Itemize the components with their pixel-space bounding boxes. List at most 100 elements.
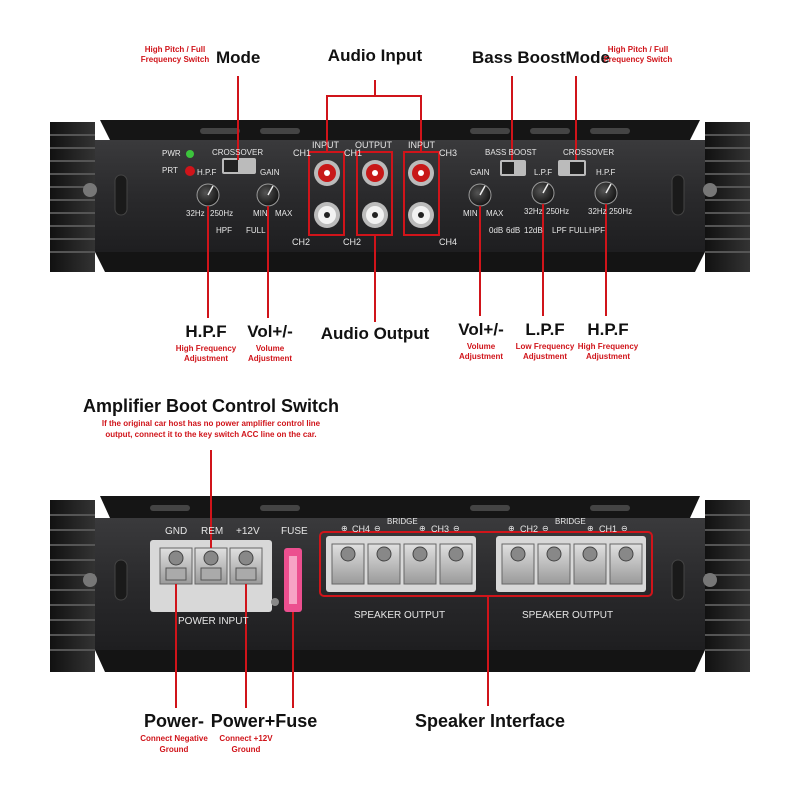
bottom-right-fins: [705, 500, 750, 672]
hpf-right-desc: High Frequency Adjustment: [577, 342, 639, 361]
boot-switch-desc-2: output, connect it to the key switch ACC…: [105, 430, 317, 439]
gain-right-label: GAIN: [470, 168, 490, 177]
hz32-left-label: 32Hz: [186, 209, 205, 218]
speaker-terminal-left: [326, 536, 476, 592]
vol-right-title: Vol+/-: [458, 320, 504, 339]
crossover-left-label: CROSSOVER: [212, 148, 264, 157]
db12-label: 12dB: [524, 226, 543, 235]
db0-label: 0dB: [489, 226, 504, 235]
prt-label: PRT: [162, 166, 178, 175]
power-minus-line1: Connect Negative: [140, 734, 208, 743]
hpf-label-left: HPF: [216, 226, 232, 235]
fuse-label: FUSE: [281, 526, 308, 537]
rca-input-right: [408, 160, 434, 228]
lpf-small-label: L.P.F: [534, 168, 553, 177]
speaker-terminal-right: [496, 536, 646, 592]
top-callout-lines: [207, 76, 607, 322]
rca-output: [362, 160, 388, 228]
gnd-label: GND: [165, 526, 188, 537]
screw-icon: [703, 573, 717, 587]
crossover-right-label: CROSSOVER: [563, 148, 615, 157]
bottom-amplifier: [50, 496, 750, 672]
vol-left-title: Vol+/-: [247, 322, 293, 341]
bass-boost-mode-desc: High Pitch / Full Frequency Switch: [603, 45, 673, 64]
lpf-title: L.P.F: [525, 320, 565, 339]
pwr-label: PWR: [162, 149, 181, 158]
hpf-left-desc: High Frequency Adjustment: [175, 344, 237, 363]
rem-label: REM: [201, 526, 224, 537]
ch4-minus: ⊖: [374, 524, 381, 533]
hpf-small-label: H.P.F: [197, 168, 217, 177]
ch2-minus: ⊖: [542, 524, 549, 533]
ch4-label: CH4: [439, 237, 458, 247]
bottom-callout-lines: [175, 450, 489, 708]
power-minus-line2: Ground: [159, 745, 189, 754]
power-input-label: POWER INPUT: [178, 616, 249, 627]
ch1-plus: ⊕: [587, 524, 594, 533]
ch2-b-label: CH2: [343, 237, 362, 247]
hz32-right-label: 32Hz: [588, 207, 607, 216]
max-left-label: MAX: [275, 209, 293, 218]
top-amplifier: [50, 120, 750, 272]
power-led-icon: [186, 150, 194, 158]
bottom-left-fins: [50, 500, 95, 672]
output-label: OUTPUT: [355, 140, 392, 150]
ch1-b-label: CH1: [344, 148, 363, 158]
hpf-label-right: HPF: [589, 226, 605, 235]
speaker-interface-title: Speaker Interface: [414, 711, 566, 731]
screw-icon: [83, 573, 97, 587]
boot-switch-desc-1: If the original car host has no power am…: [101, 419, 321, 428]
bass-boost-mode-title: Bass BoostMode: [472, 48, 610, 67]
gain-left-label: GAIN: [260, 168, 280, 177]
boot-switch-title: Amplifier Boot Control Switch: [83, 396, 339, 416]
audio-input-title: Audio Input: [327, 46, 423, 65]
mode-desc: High Pitch / Full Frequency Switch: [140, 45, 210, 64]
power-fuse-line1: Connect +12V: [219, 734, 273, 743]
screw-icon: [83, 183, 97, 197]
ch3-plus: ⊕: [419, 524, 426, 533]
full-right-label: FULL: [569, 226, 589, 235]
hpf-small-right-label: H.P.F: [596, 168, 616, 177]
hz32-mid-label: 32Hz: [524, 207, 543, 216]
ch4-bottom-label: CH4: [352, 524, 371, 534]
bridge-left-label: BRIDGE: [387, 517, 418, 526]
hz250-mid-label: 250Hz: [546, 207, 570, 216]
top-right-fins: [705, 122, 750, 272]
rca-input-left: [314, 160, 340, 228]
vol-right-desc: Volume Adjustment: [459, 342, 503, 361]
power-fuse-line2: Ground: [231, 745, 261, 754]
speaker-output-left-label: SPEAKER OUTPUT: [354, 610, 446, 621]
ch3-bottom-label: CH3: [431, 524, 450, 534]
lpf-desc: Low Frequency Adjustment: [515, 342, 575, 361]
ch2-a-label: CH2: [292, 237, 311, 247]
mode-title: Mode: [216, 48, 261, 67]
input-left-label: INPUT: [312, 140, 339, 150]
db6-label: 6dB: [506, 226, 521, 235]
hpf-right-title: H.P.F: [587, 320, 629, 339]
protect-led-icon: [185, 166, 195, 176]
bass-boost-label: BASS BOOST: [485, 148, 537, 157]
v12-label: +12V: [236, 526, 260, 537]
min-left-label: MIN: [253, 209, 268, 218]
ch2-bottom-label: CH2: [520, 524, 539, 534]
full-left-label: FULL: [246, 226, 266, 235]
bridge-right-label: BRIDGE: [555, 517, 586, 526]
ch1-minus: ⊖: [621, 524, 628, 533]
hpf-left-title: H.P.F: [185, 322, 227, 341]
speaker-output-right-label: SPEAKER OUTPUT: [522, 610, 614, 621]
screw-icon: [703, 183, 717, 197]
ch4-plus: ⊕: [341, 524, 348, 533]
ch3-minus: ⊖: [453, 524, 460, 533]
power-minus-title: Power-: [143, 711, 205, 731]
input-right-label: INPUT: [408, 140, 435, 150]
hz250-left-label: 250Hz: [210, 209, 234, 218]
hz250-right-label: 250Hz: [609, 207, 633, 216]
ch2-plus: ⊕: [508, 524, 515, 533]
ch1-a-label: CH1: [293, 148, 312, 158]
ch3-label: CH3: [439, 148, 458, 158]
max-right-label: MAX: [486, 209, 504, 218]
audio-output-title: Audio Output: [320, 324, 430, 343]
power-fuse-title: Power+Fuse: [210, 711, 318, 731]
ch1-bottom-label: CH1: [599, 524, 618, 534]
